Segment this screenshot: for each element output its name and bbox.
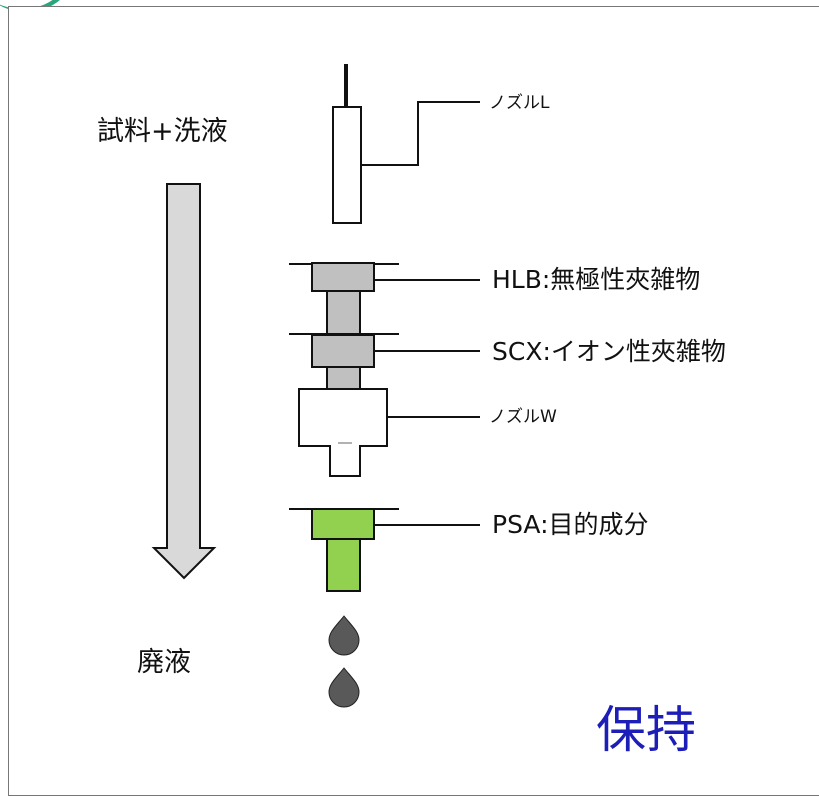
sample-wash-label: 試料+洗液 [97, 116, 228, 147]
nozzle-w-tip [329, 445, 361, 477]
hlb-block [311, 262, 375, 292]
psa-label: PSA:目的成分 [492, 510, 649, 539]
scx-stem [326, 366, 361, 390]
waste-drop-2 [328, 667, 360, 708]
scx-label: SCX:イオン性夾雑物 [492, 337, 726, 366]
slide-frame [8, 6, 819, 796]
retain-label: 保持 [596, 701, 696, 759]
nozzle-l-label: ノズルL [489, 93, 550, 113]
hlb-label: HLB:無極性夾雑物 [492, 265, 701, 294]
waste-label: 廃液 [137, 647, 191, 678]
psa-block [311, 508, 375, 540]
corner-decoration-inner [0, 0, 70, 9]
nozzle-l-leader [360, 101, 480, 166]
scx-block [311, 334, 375, 368]
waste-drop-1 [328, 615, 360, 656]
nozzle-l-body [332, 106, 362, 224]
nozzle-w-label: ノズルW [489, 407, 557, 427]
flow-arrow [151, 183, 217, 580]
hlb-stem [326, 290, 361, 337]
nozzle-w-body [298, 388, 388, 447]
psa-stem [326, 538, 361, 592]
